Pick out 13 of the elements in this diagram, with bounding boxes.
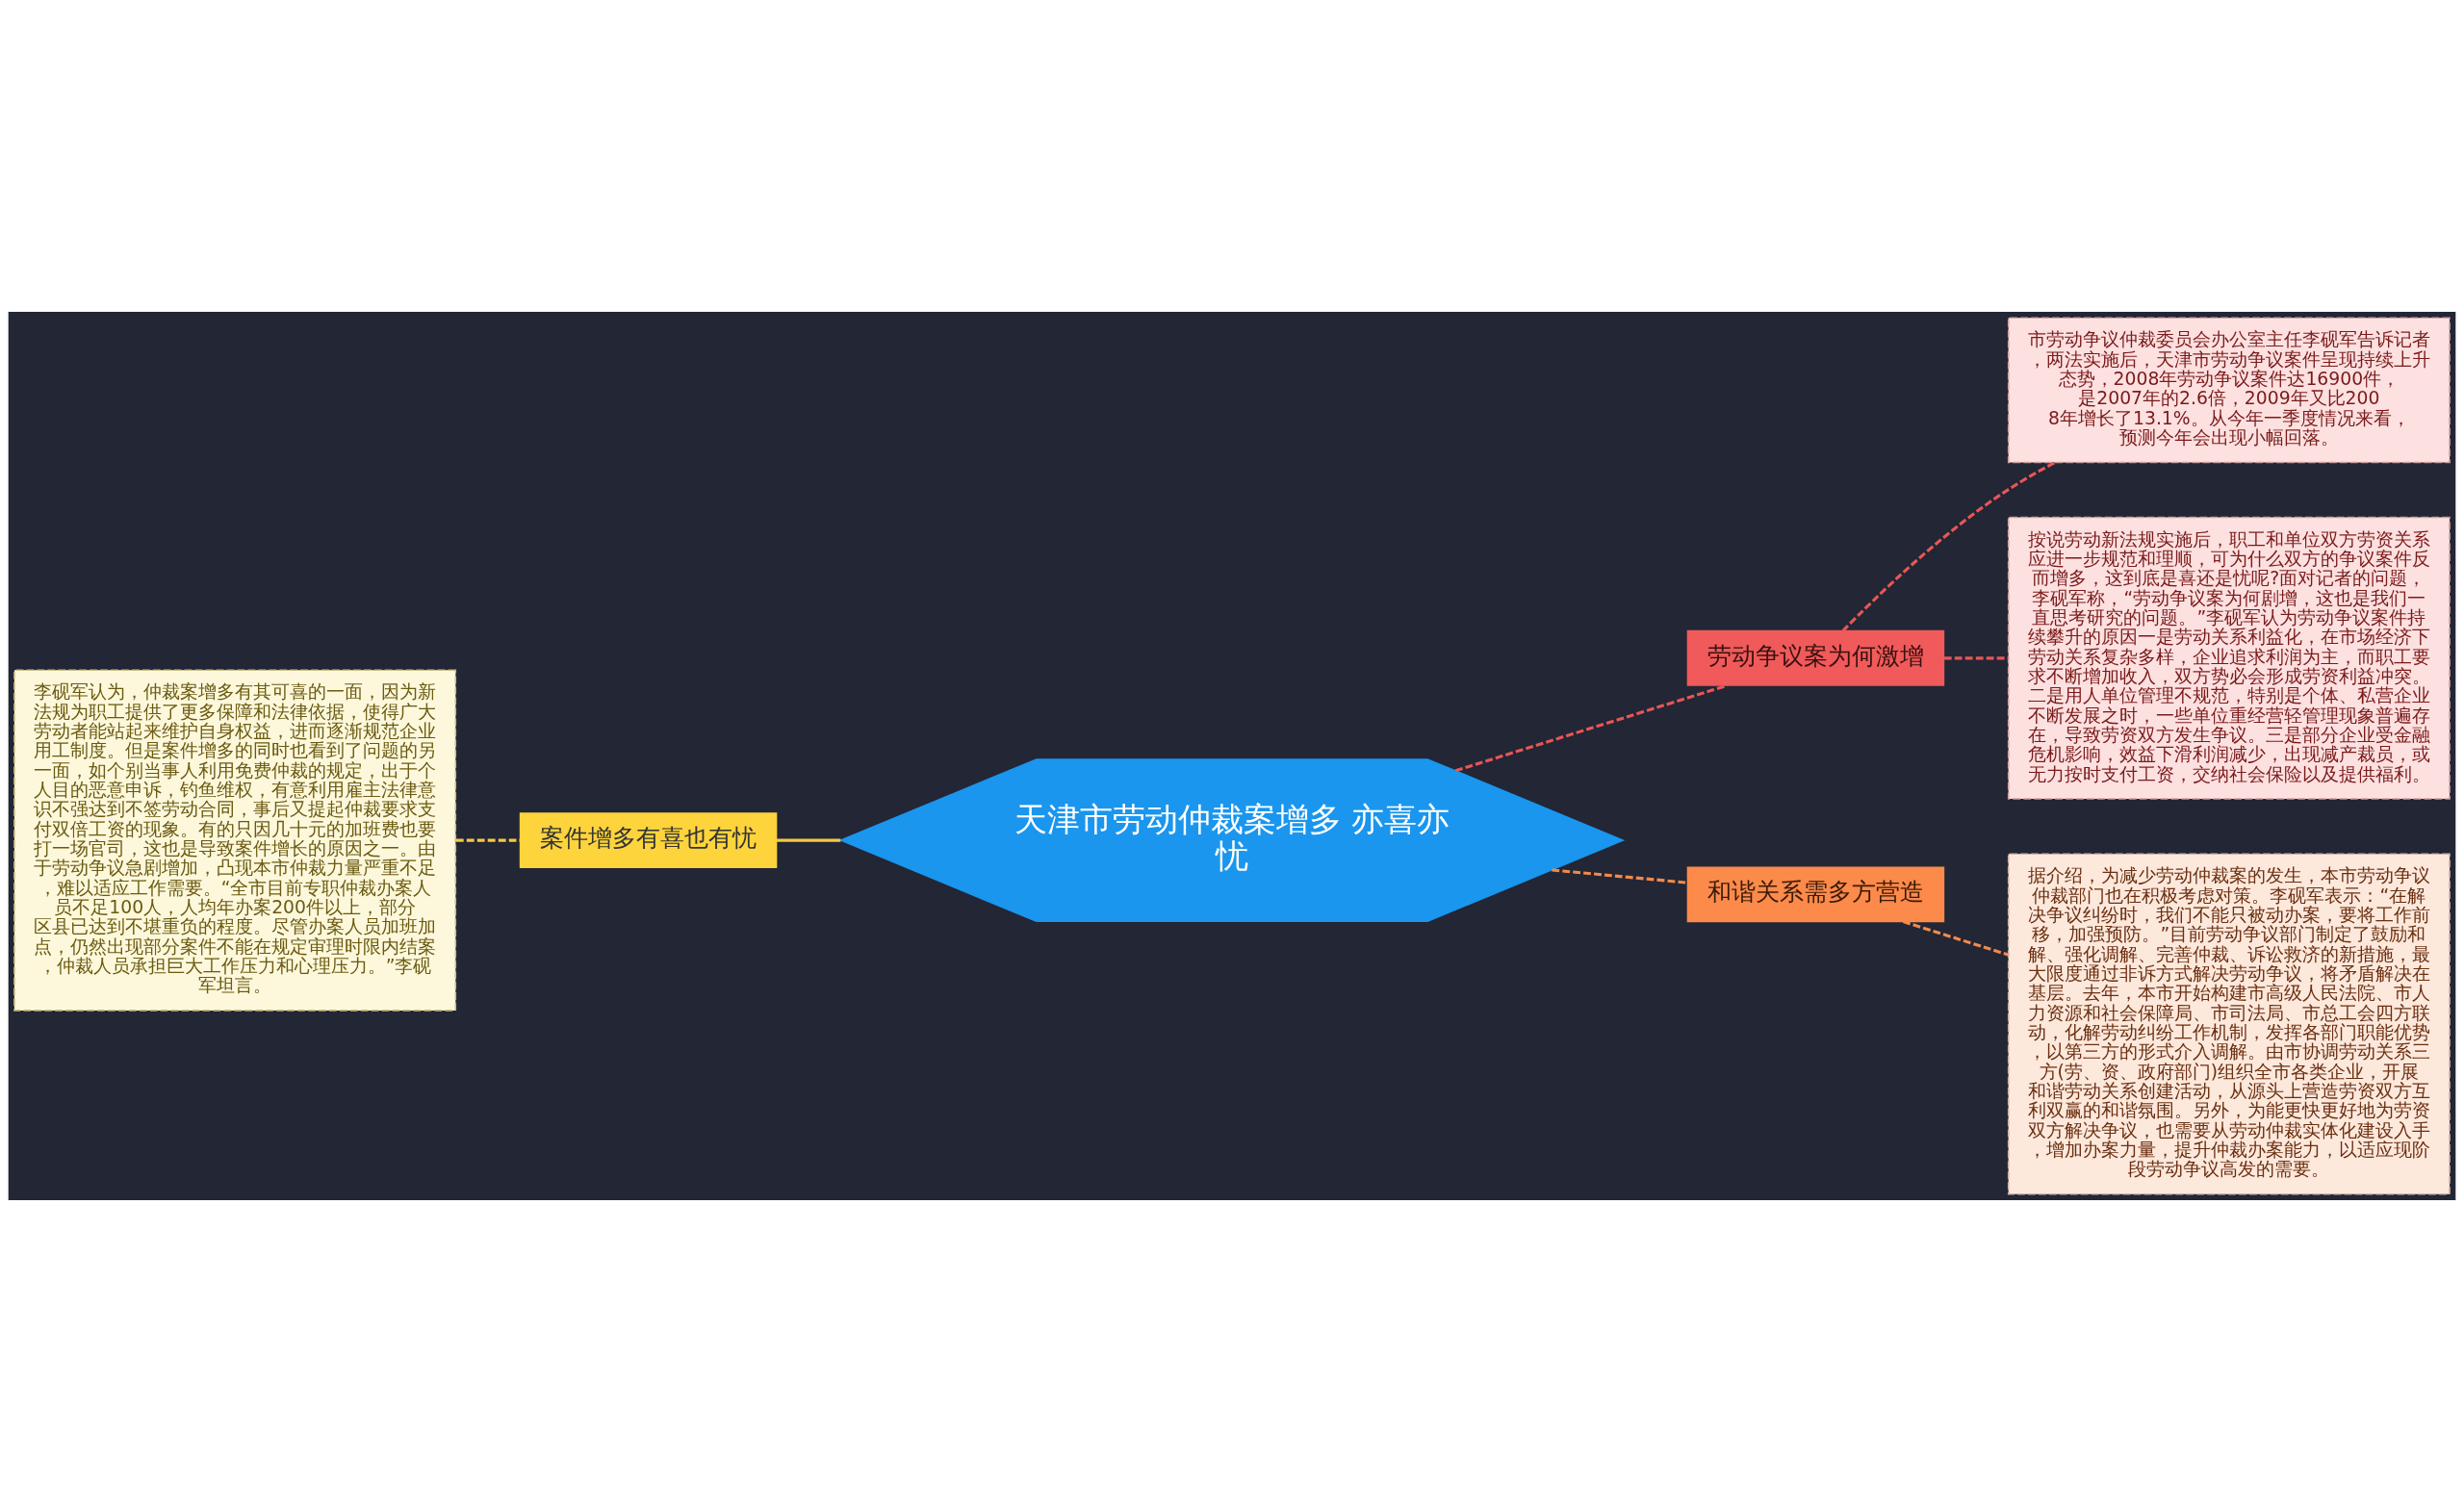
node-box: 据介绍，为减少劳动仲裁案的发生，本市劳动争议仲裁部门也在积极考虑对策。李砚军表示：“在解决争议纠纷时，我们不能只被动办案，要将工作前移，加强预防。”目前劳动争议部门制定了鼓励和解、强化调解、完善仲裁、诉讼救济的新措施，最大限度通过非诉方式解决劳动争议，将矛盾解决在基层。去年，本市开始构建市高级人民法院、市人力资源和社会保障局、市司法局、市总工会四方联动，化解劳动纠纷工作机制，发挥各部门职能优势，以第三方的形式介入调解。由市协调劳动关系三方(劳、资、政府部门)组织全市各类企业，开展和谐劳动关系创建活动，从源头上营造劳资双方互利双赢的和谐氛围。另外，为能更快更好地为劳资双方解决争议，也需要从劳动仲裁实体化建设入手，增加办案力量，提升仲裁办案能力，以适应现阶段劳动争议高发的需要。 bbox=[2007, 853, 2451, 1195]
node-box: 和谐关系需多方营造 bbox=[1686, 866, 1945, 923]
node-box: 劳动争议案为何激增 bbox=[1686, 629, 1945, 686]
node-box: 按说劳动新法规实施后，职工和单位双方劳资关系应进一步规范和理顺，可为什么双方的争议案件反而增多，这到底是喜还是忧呢?面对记者的问题，李砚军称，“劳动争议案为何剧增，这也是我们一直思考研究的问题。”李砚军认为劳动争议案件持续攀升的原因一是劳动关系利益化，在市场经济下劳动关系复杂多样，企业追求利润为主，而职工要求不断增加收入，双方势必会形成劳资利益冲突。二是用人单位管理不规范，特别是个体、私营企业不断发展之时，一些单位重经营轻管理现象普遍存在，导致劳资双方发生争议。三是部分企业受金融危机影响，效益下滑利润减少，出现减产裁员，或无力按时支付工资，交纳社会保险以及提供福利。 bbox=[2007, 516, 2451, 800]
connector bbox=[1841, 461, 2056, 632]
node-box: 李砚军认为，仲裁案增多有其可喜的一面，因为新法规为职工提供了更多保障和法律依据，使得广大劳动者能站起来维护自身权益，进而逐渐规范企业用工制度。但是案件增多的同时也看到了问题的另一面，如个别当事人利用免费仲裁的规定，出于个人目的恶意申诉，钓鱼维权，有意利用雇主法律意识不强达到不签劳动合同，事后又提起仲裁要求支付双倍工资的现象。有的只因几十元的加班费也要打一场官司，这也是导致案件增长的原因之一。由于劳动争议急剧增加，凸现本市仲裁力量严重不足，难以适应工作需要。“全市目前专职仲裁办案人员不足100人，人均年办案200件以上，部分区县已达到不堪重负的程度。尽管办案人员加班加点，仍然出现部分案件不能在规定审理时限内结案，仲裁人员承担巨大工作压力和心理压力。”李砚军坦言。 bbox=[13, 669, 457, 1012]
connector bbox=[776, 838, 841, 842]
node-box: 案件增多有喜也有忧 bbox=[519, 812, 778, 869]
connector bbox=[1902, 920, 2009, 957]
node-box: 市劳动争议仲裁委员会办公室主任李砚军告诉记者，两法实施后，天津市劳动争议案件呈现持续上升态势，2008年劳动争议案件达16900件，是2007年的2.6倍，2009年又比2008年增长了13.1%。从今年一季度情况来看，预测今年会出现小幅回落。 bbox=[2007, 317, 2451, 464]
connector bbox=[1943, 656, 2009, 660]
connector bbox=[1454, 683, 1728, 773]
connector bbox=[1552, 868, 1688, 884]
